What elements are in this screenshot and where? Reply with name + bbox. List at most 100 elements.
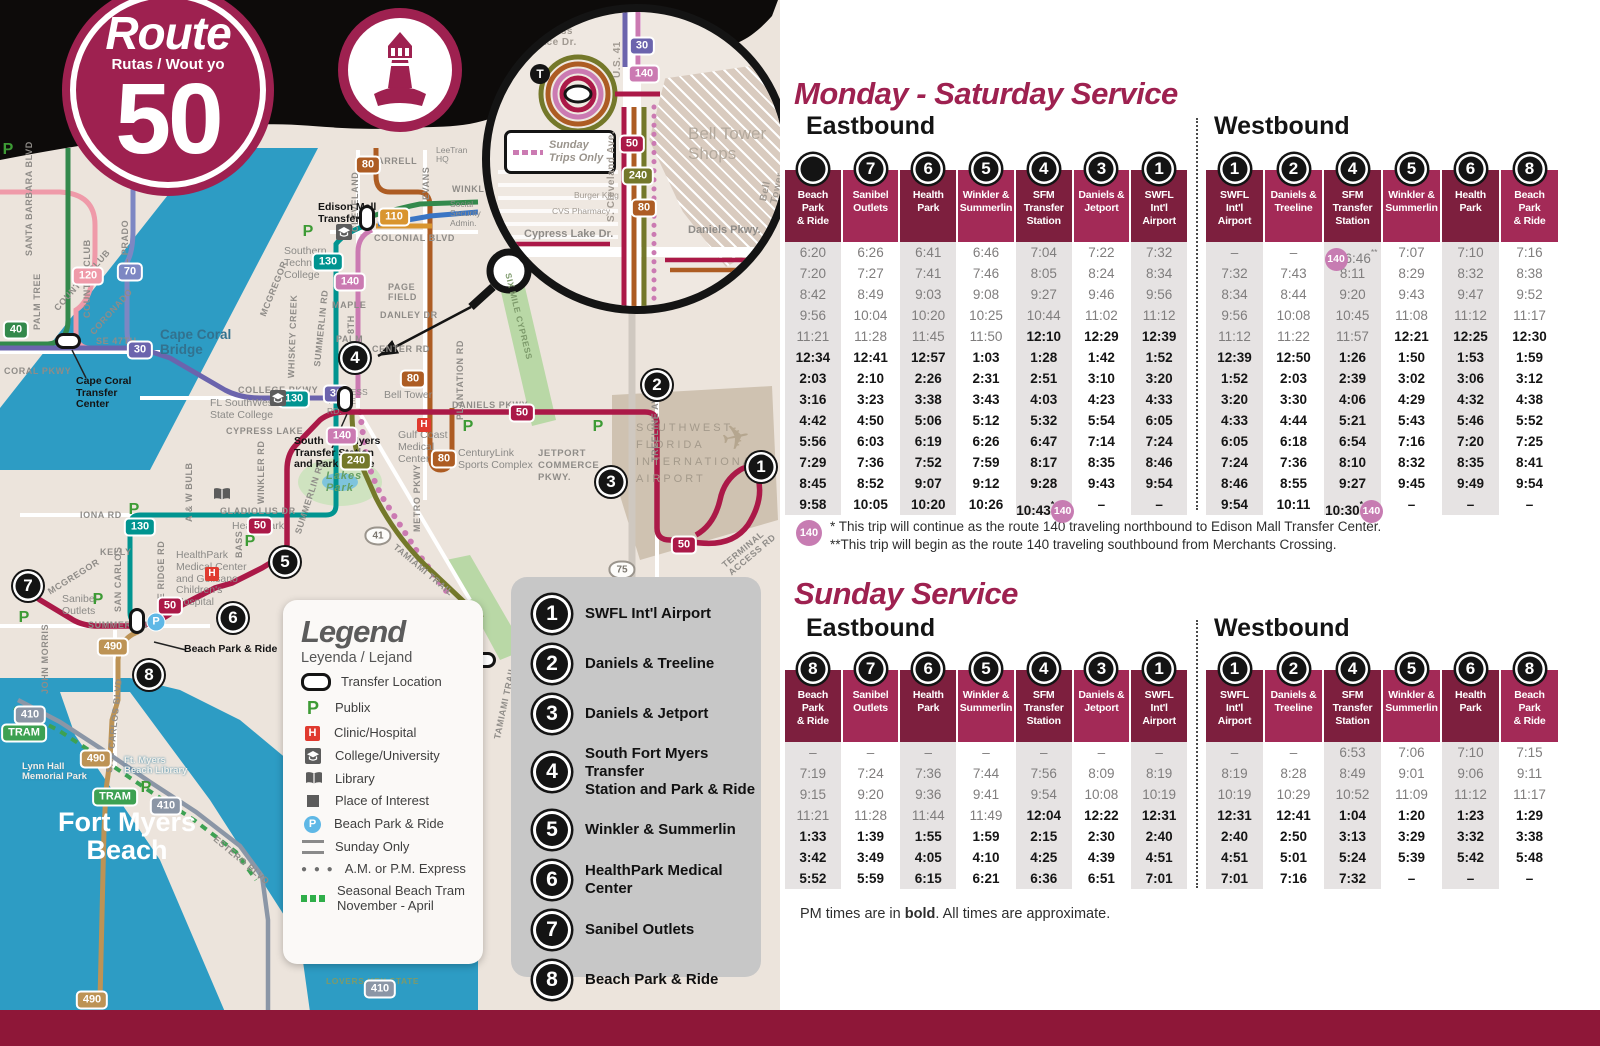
- departure-time: 12:39: [1141, 329, 1177, 344]
- schedule-cell: 12:21: [1383, 326, 1440, 347]
- column-header-label: Beach Park & Ride: [796, 689, 829, 727]
- departure-time: 7:06: [1398, 745, 1425, 760]
- footnote-marker: **: [1370, 247, 1378, 257]
- stop-number-circle: 6: [533, 861, 571, 899]
- schedule-cell: 2:31: [958, 368, 1014, 389]
- stop-name: Sanibel Outlets: [585, 921, 695, 938]
- departure-time: 2:10: [857, 371, 885, 386]
- schedule-cell: 9:56: [1206, 305, 1263, 326]
- departure-time: 3:32: [1456, 829, 1485, 844]
- departure-time: 6:54: [1338, 434, 1367, 449]
- legend-item-label: College/University: [335, 747, 440, 763]
- stop-number-circle: [797, 154, 828, 184]
- column-header-label: SWFL Int'l Airport: [1142, 189, 1176, 227]
- schedule-cell: 9:54: [1015, 784, 1072, 805]
- stop-number-circle: 1: [533, 595, 571, 633]
- schedule-cell: 1:03: [958, 347, 1014, 368]
- publix-marker: P: [302, 223, 314, 240]
- route-number-badge: Route Rutas / Wout yo 50: [62, 0, 274, 196]
- schedule-cell: 5:32: [1015, 410, 1072, 431]
- schedule-cell: 7:36: [1265, 452, 1322, 473]
- departure-time: 9:28: [1030, 476, 1058, 491]
- beach-park-ride-icon: P: [304, 815, 321, 833]
- schedule-cell: 6:21: [958, 868, 1014, 889]
- departure-time: 7:19: [799, 766, 826, 781]
- stop-number-circle: 7: [855, 154, 886, 184]
- departure-time: 12:41: [1276, 808, 1311, 823]
- departure-time: 6:47: [1030, 434, 1058, 449]
- column-header-label: Sanibel Outlets: [852, 689, 889, 714]
- route-110-badge: 110: [378, 207, 410, 227]
- schedule-cell: 9:45: [1383, 473, 1440, 494]
- schedule-cell: 5:52: [785, 868, 841, 889]
- publix-icon: P: [306, 698, 319, 718]
- departure-time: 3:38: [914, 392, 942, 407]
- departure-time: 5:32: [1030, 413, 1058, 428]
- departure-time: 3:10: [1087, 371, 1115, 386]
- transfer-location-marker: [337, 386, 353, 412]
- schedule-cell: 7:06: [1383, 742, 1440, 763]
- schedule-cell: 4:32: [1442, 389, 1499, 410]
- departure-time: 11:09: [1395, 787, 1428, 802]
- schedule-cell: –: [1442, 494, 1499, 515]
- departure-time: 8:32: [1457, 266, 1484, 281]
- schedule-cell: 10:44: [1015, 305, 1072, 326]
- schedule-cell: 8:35: [1442, 452, 1499, 473]
- departure-time: 9:12: [972, 476, 1000, 491]
- schedule-cell: 7:41: [900, 263, 957, 284]
- stop-number-circle: 8: [1514, 154, 1545, 184]
- stop-number-circle: 8: [797, 654, 828, 684]
- college-marker: [336, 224, 352, 240]
- departure-time: 11:28: [854, 329, 887, 344]
- departure-time: 7:46: [972, 266, 1000, 281]
- stop-name: Beach Park & Ride: [585, 971, 719, 988]
- schedule-cell: –: [1501, 868, 1558, 889]
- column-header-label: SFM Transfer Station: [1023, 189, 1064, 227]
- departure-time: 6:53: [1339, 745, 1366, 760]
- express-icon: ● ● ●: [301, 863, 335, 875]
- schedule-cell: 7:46: [958, 263, 1014, 284]
- legend-item: Place of Interest: [301, 793, 483, 809]
- departure-time: 11:28: [854, 808, 887, 823]
- no-trip-dash: –: [1407, 871, 1416, 886]
- schedule-cell: 11:49: [958, 805, 1014, 826]
- departure-time: 7:44: [972, 766, 1000, 781]
- route-140-inline-badge: 140: [1324, 247, 1348, 271]
- stop-number-circle: 3: [1086, 154, 1117, 184]
- departure-time: 5:42: [1456, 850, 1485, 865]
- schedule-cell: 3:13: [1324, 826, 1381, 847]
- schedule-cell: 1:42: [1073, 347, 1130, 368]
- schedule-cell: 8:49: [842, 284, 899, 305]
- departure-time: 7:22: [1088, 245, 1115, 260]
- departure-time: 7:43: [1280, 266, 1307, 281]
- departure-time: 9:54: [1515, 476, 1544, 491]
- departure-time: 9:06: [1457, 766, 1484, 781]
- departure-time: 4:33: [1220, 413, 1249, 428]
- schedule-cell: 10:25: [958, 305, 1014, 326]
- route-40-badge: 40: [2, 320, 30, 340]
- departure-time: 7:36: [915, 766, 942, 781]
- schedule-cell: 8:42: [785, 284, 841, 305]
- stop-number-circle: 6: [913, 654, 944, 684]
- departure-time: 5:21: [1338, 413, 1367, 428]
- schedule-cell: 2:39: [1324, 368, 1381, 389]
- legend-item: Sunday Only: [301, 839, 483, 855]
- stop-name: HealthPark Medical Center: [585, 862, 723, 897]
- schedule-cell: 2:30: [1073, 826, 1130, 847]
- pm-note-suffix: . All times are approximate.: [935, 906, 1111, 922]
- schedule-cell: –: [1265, 242, 1322, 263]
- legend-item: Seasonal Beach Tram November - April: [301, 883, 483, 914]
- inset-route-140-badge: 140: [627, 64, 661, 84]
- schedule-cell: 8:05: [1015, 263, 1072, 284]
- schedule-cell: 12:50: [1265, 347, 1322, 368]
- stop-number-circle: 5: [970, 654, 1001, 684]
- schedule-cell: 3:38: [1501, 826, 1558, 847]
- schedule-cell: 1:39: [842, 826, 899, 847]
- schedule-cell: 3:20: [1131, 368, 1187, 389]
- departure-time: 1:52: [1145, 350, 1173, 365]
- map-stop-2: 2: [642, 370, 672, 400]
